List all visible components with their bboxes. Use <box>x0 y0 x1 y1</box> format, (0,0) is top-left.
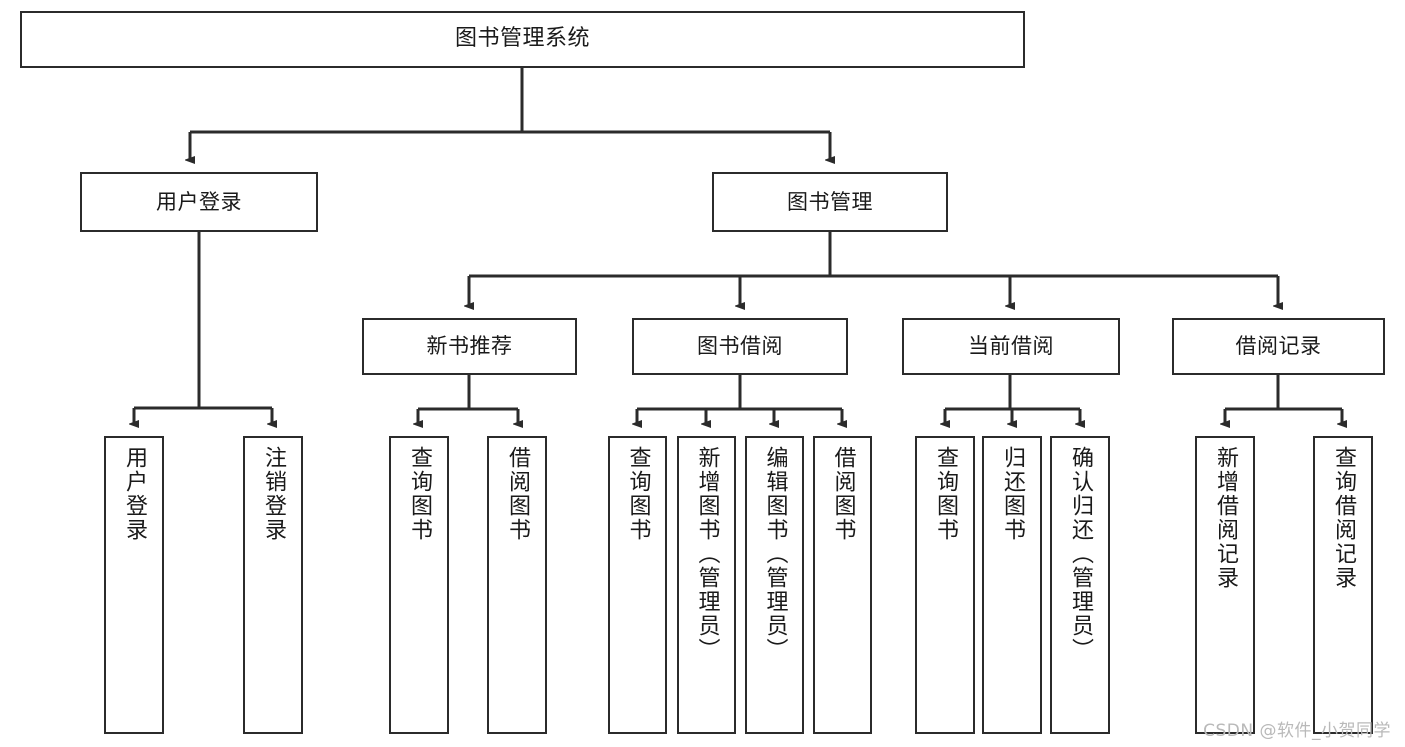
node-leaf-add-book-admin[interactable]: 新增图书（管理员） <box>677 436 736 734</box>
node-leaf-borrow-book[interactable]: 借阅图书 <box>813 436 872 734</box>
node-label: 图书管理系统 <box>454 26 590 52</box>
node-label: 查询借阅记录 <box>1331 446 1356 590</box>
node-label: 注销登录 <box>261 446 286 542</box>
node-label: 借阅图书 <box>830 446 856 542</box>
node-current-borrow[interactable]: 当前借阅 <box>902 318 1120 375</box>
node-leaf-add-borrow-record[interactable]: 新增借阅记录 <box>1195 436 1255 734</box>
node-leaf-user-login[interactable]: 用户登录 <box>104 436 164 734</box>
node-user-login[interactable]: 用户登录 <box>80 172 318 232</box>
node-leaf-query-borrow-record[interactable]: 查询借阅记录 <box>1313 436 1373 734</box>
node-label: 用户登录 <box>122 446 147 542</box>
node-leaf-confirm-return-admin[interactable]: 确认归还（管理员） <box>1050 436 1110 734</box>
node-label: 查询图书 <box>933 446 958 542</box>
node-leaf-logout[interactable]: 注销登录 <box>243 436 303 734</box>
node-label: 查询图书 <box>625 446 651 542</box>
node-label: 新增图书（管理员） <box>694 446 720 662</box>
node-root-system[interactable]: 图书管理系统 <box>20 11 1025 68</box>
node-book-management[interactable]: 图书管理 <box>712 172 948 232</box>
node-leaf-return-book[interactable]: 归还图书 <box>982 436 1042 734</box>
node-label: 确认归还（管理员） <box>1068 446 1093 662</box>
node-leaf-query-book-recommend[interactable]: 查询图书 <box>389 436 449 734</box>
node-label: 归还图书 <box>1000 446 1025 542</box>
node-leaf-query-book-current[interactable]: 查询图书 <box>915 436 975 734</box>
node-label: 借阅图书 <box>505 446 530 542</box>
node-label: 图书管理 <box>787 189 873 214</box>
node-label: 当前借阅 <box>968 334 1054 359</box>
watermark: CSDN @软件_小贺同学 <box>1203 721 1391 741</box>
node-label: 用户登录 <box>156 189 242 214</box>
node-leaf-edit-book-admin[interactable]: 编辑图书（管理员） <box>745 436 804 734</box>
node-label: 新书推荐 <box>426 334 513 359</box>
node-leaf-query-book-borrow[interactable]: 查询图书 <box>608 436 667 734</box>
node-leaf-borrow-book-recommend[interactable]: 借阅图书 <box>487 436 547 734</box>
node-label: 图书借阅 <box>697 334 783 359</box>
node-new-book-recommend[interactable]: 新书推荐 <box>362 318 577 375</box>
node-borrow-record[interactable]: 借阅记录 <box>1172 318 1385 375</box>
node-book-borrow[interactable]: 图书借阅 <box>632 318 848 375</box>
node-label: 新增借阅记录 <box>1213 446 1238 590</box>
node-label: 借阅记录 <box>1235 334 1322 359</box>
node-label: 查询图书 <box>407 446 432 542</box>
node-label: 编辑图书（管理员） <box>762 446 788 662</box>
